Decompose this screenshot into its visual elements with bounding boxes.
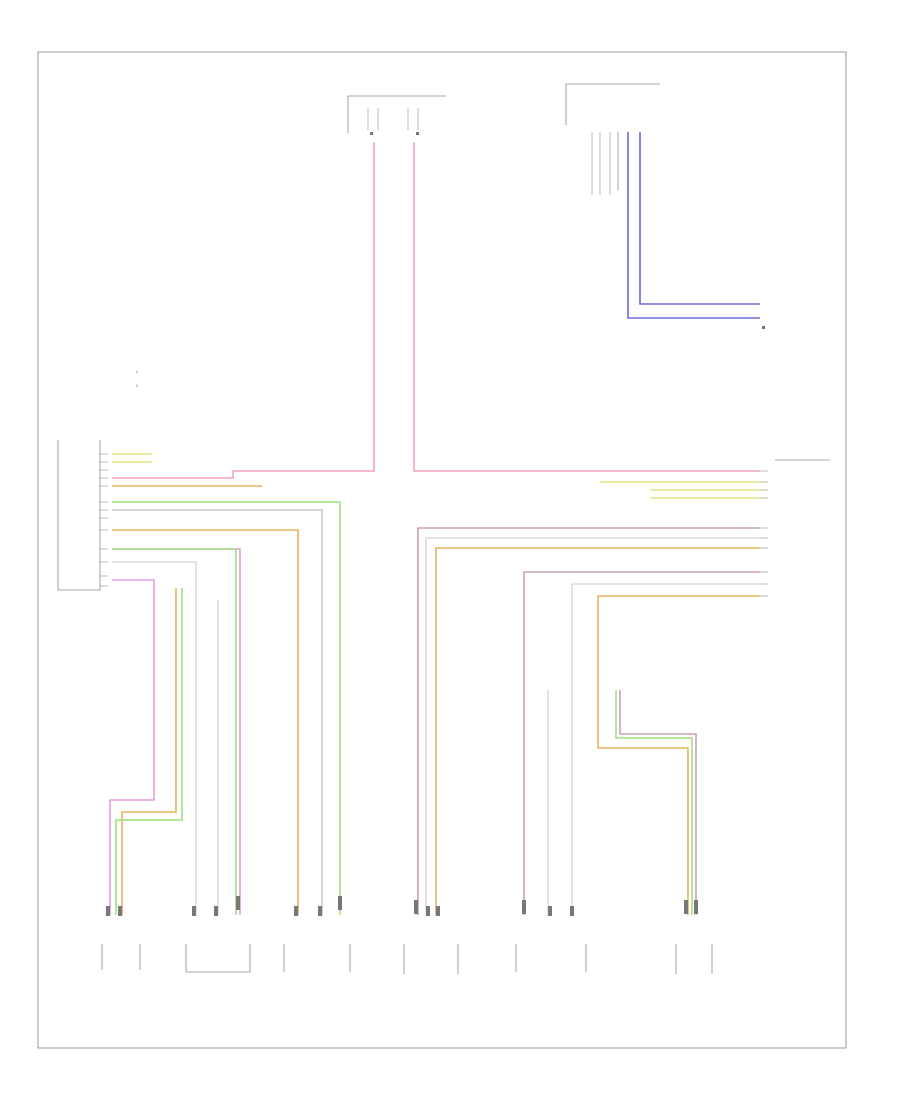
legend-id-1: 1 (136, 370, 138, 374)
wire-green-left-2 (112, 548, 237, 915)
wire-light-right-1 (425, 537, 760, 915)
legend-id-2: 2 (136, 384, 138, 388)
passenger-seat-element-1 (403, 900, 459, 974)
left-control-module (57, 440, 108, 591)
passenger-seat-element-3 (675, 900, 713, 974)
legend: 1 2 (136, 370, 138, 388)
wire-grey-left-1 (112, 509, 323, 915)
wire-green-left-3 (115, 588, 183, 915)
driver-seat-element-3 (283, 896, 351, 972)
wire-green-right (615, 690, 693, 915)
right-control-module (760, 459, 830, 597)
ground-right (762, 326, 765, 329)
wire-mauve-right-3 (619, 690, 697, 915)
driver-seat-element-2 (185, 896, 251, 973)
driver-seat-element-1 (101, 906, 141, 970)
wire-light-right-2 (571, 583, 760, 915)
wire-mauve-right-1 (417, 527, 760, 915)
wire-green-left-outer (112, 501, 341, 915)
wire-orange-left-2 (121, 588, 177, 915)
wire-orange-right-2 (597, 595, 760, 915)
wire-orange-right-1 (435, 547, 760, 915)
wire-blue-bus-1 (627, 132, 760, 319)
wire-red-left-feed (112, 142, 375, 479)
top-right-module (565, 83, 660, 195)
wire-violet-left (109, 579, 155, 915)
wire-orange-left-1 (112, 529, 299, 915)
fuse-block (347, 95, 446, 135)
wire-blue-bus-2 (639, 132, 760, 305)
wire-mauve-right-2 (523, 571, 760, 915)
wire-light-left-2 (112, 561, 197, 915)
wire-red-right-feed (413, 142, 760, 472)
diagram-border (37, 51, 847, 1049)
passenger-seat-element-2 (515, 900, 587, 972)
